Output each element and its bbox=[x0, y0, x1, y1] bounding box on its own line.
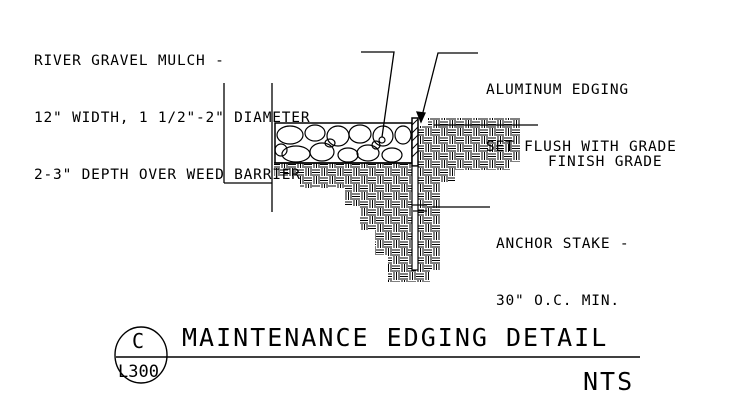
detail-bubble bbox=[114, 326, 640, 384]
gravel-note-line1: RIVER GRAVEL MULCH - bbox=[34, 53, 225, 69]
gravel-note: RIVER GRAVEL MULCH - 12" WIDTH, 1 1/2"-2… bbox=[34, 14, 310, 204]
gravel-bed bbox=[274, 122, 413, 164]
gravel-note-line2: 12" WIDTH, 1 1/2"-2" DIAMETER bbox=[34, 110, 311, 126]
sheet-number: L300 bbox=[118, 362, 159, 382]
anchor-stake-line1: ANCHOR STAKE - bbox=[496, 236, 630, 252]
anchor-stake bbox=[411, 165, 419, 271]
gravel-note-line3: 2-3" DEPTH OVER WEED BARRIER bbox=[34, 167, 301, 183]
detail-scale: NTS bbox=[583, 367, 635, 396]
finish-grade-note: FINISH GRADE bbox=[548, 115, 662, 191]
aluminum-edging bbox=[411, 117, 419, 167]
detail-letter: C bbox=[132, 329, 145, 353]
anchor-stake-note: ANCHOR STAKE - 30" O.C. MIN. bbox=[496, 197, 629, 330]
edging-note-line2: SET FLUSH WITH GRADE bbox=[486, 139, 677, 155]
edging-note-line1: ALUMINUM EDGING bbox=[486, 82, 629, 98]
leader-lines bbox=[361, 51, 538, 208]
soil-hatch bbox=[274, 118, 520, 282]
edging-note: ALUMINUM EDGING SET FLUSH WITH GRADE bbox=[486, 43, 677, 176]
anchor-stake-line2: 30" O.C. MIN. bbox=[496, 293, 620, 309]
river-rocks bbox=[274, 124, 412, 163]
finish-grade-label: FINISH GRADE bbox=[548, 154, 663, 170]
detail-title: MAINTENANCE EDGING DETAIL bbox=[182, 323, 609, 352]
